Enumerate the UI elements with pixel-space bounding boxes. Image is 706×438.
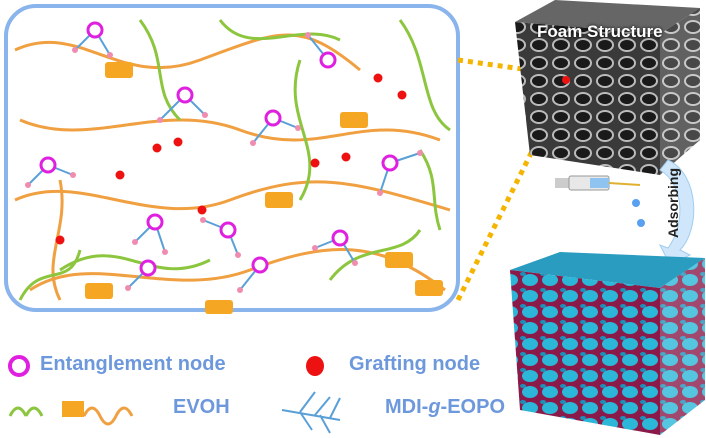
- foam-cube: [515, 0, 700, 175]
- mdi-eopo-branches: [27, 29, 421, 291]
- legend-evoh-label: EVOH: [173, 396, 230, 418]
- legend-entanglement-icon: [8, 355, 30, 377]
- mdi-g: g: [428, 396, 441, 418]
- legend-grafting-label: Grafting node: [349, 353, 481, 375]
- syringe-icon: [555, 175, 641, 191]
- mdi-suffix: -EOPO: [440, 396, 505, 418]
- spring-segments: [85, 62, 443, 314]
- droplet-icons: [632, 199, 645, 227]
- mdi-prefix: MDI-: [385, 396, 429, 418]
- adsorbing-label: Adsorbing: [665, 168, 681, 238]
- foam-structure-label: Foam Structure: [537, 22, 663, 41]
- legend-grafting-icon: [306, 356, 324, 376]
- branch-ends: [25, 32, 423, 293]
- legend-entanglement-label: Entanglement node: [40, 353, 226, 375]
- grafting-nodes: [55, 73, 407, 245]
- legend-evoh-icon: [8, 401, 134, 426]
- legend-mdi-eopo-label: MDI-g-EOPO: [385, 396, 505, 419]
- adsorbed-cube: [510, 252, 705, 435]
- legend-mdi-eopo-icon: [281, 391, 341, 434]
- entanglement-nodes: [39, 21, 399, 277]
